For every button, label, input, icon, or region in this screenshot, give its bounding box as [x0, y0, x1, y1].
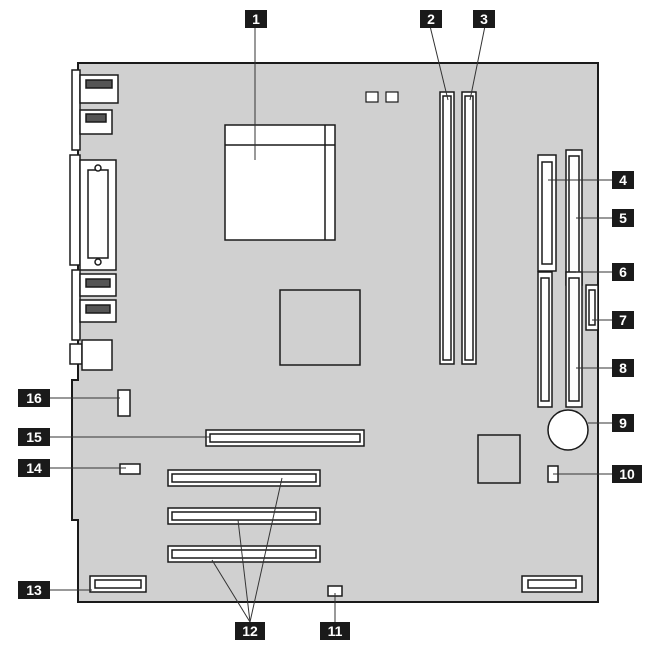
callout-text: 9: [619, 415, 627, 431]
callout-text: 13: [26, 582, 42, 598]
callout-text: 14: [26, 460, 42, 476]
callout-text: 6: [619, 264, 627, 280]
callout-label-16: 16: [18, 389, 50, 407]
leader-lines: [50, 25, 612, 623]
pci-slots: [167, 469, 321, 563]
ide-connectors: [537, 271, 599, 408]
bottom-right-connector: [521, 575, 583, 593]
callout-label-12: 12: [235, 622, 265, 640]
callout-label-5: 5: [612, 209, 634, 227]
callout-text: 2: [427, 11, 435, 27]
bottom-left-connector: [89, 575, 147, 593]
callout-label-2: 2: [420, 10, 442, 28]
callout-label-4: 4: [612, 171, 634, 189]
callout-label-10: 10: [612, 465, 642, 483]
callout-text: 1: [252, 11, 260, 27]
small-components: [365, 91, 399, 103]
callout-label-14: 14: [18, 459, 50, 477]
power-and-diskette-connectors: [537, 149, 583, 286]
callout-text: 8: [619, 360, 627, 376]
fan-connector-left: [119, 463, 141, 475]
northbridge-chip: [279, 289, 361, 366]
callout-text: 4: [619, 172, 627, 188]
callout-label-8: 8: [612, 359, 634, 377]
callout-label-1: 1: [245, 10, 267, 28]
microprocessor-socket: [224, 124, 336, 241]
memory-slots: [439, 91, 477, 365]
callout-label-11: 11: [320, 622, 350, 640]
battery: [547, 409, 589, 451]
agp-slot: [205, 429, 365, 447]
southbridge-chip: [477, 434, 521, 484]
callout-text: 3: [480, 11, 488, 27]
callout-label-15: 15: [18, 428, 50, 446]
callout-label-9: 9: [612, 414, 634, 432]
small-connector-left: [117, 389, 131, 417]
callout-text: 12: [242, 623, 258, 639]
callout-label-6: 6: [612, 263, 634, 281]
callout-text: 7: [619, 312, 627, 328]
callout-label-3: 3: [473, 10, 495, 28]
callout-text: 16: [26, 390, 42, 406]
callout-text: 5: [619, 210, 627, 226]
callout-text: 11: [328, 623, 343, 639]
callout-label-7: 7: [612, 311, 634, 329]
callout-label-13: 13: [18, 581, 50, 599]
callout-text: 10: [619, 466, 635, 482]
callout-text: 15: [26, 429, 42, 445]
rear-io-panel: [69, 69, 119, 371]
